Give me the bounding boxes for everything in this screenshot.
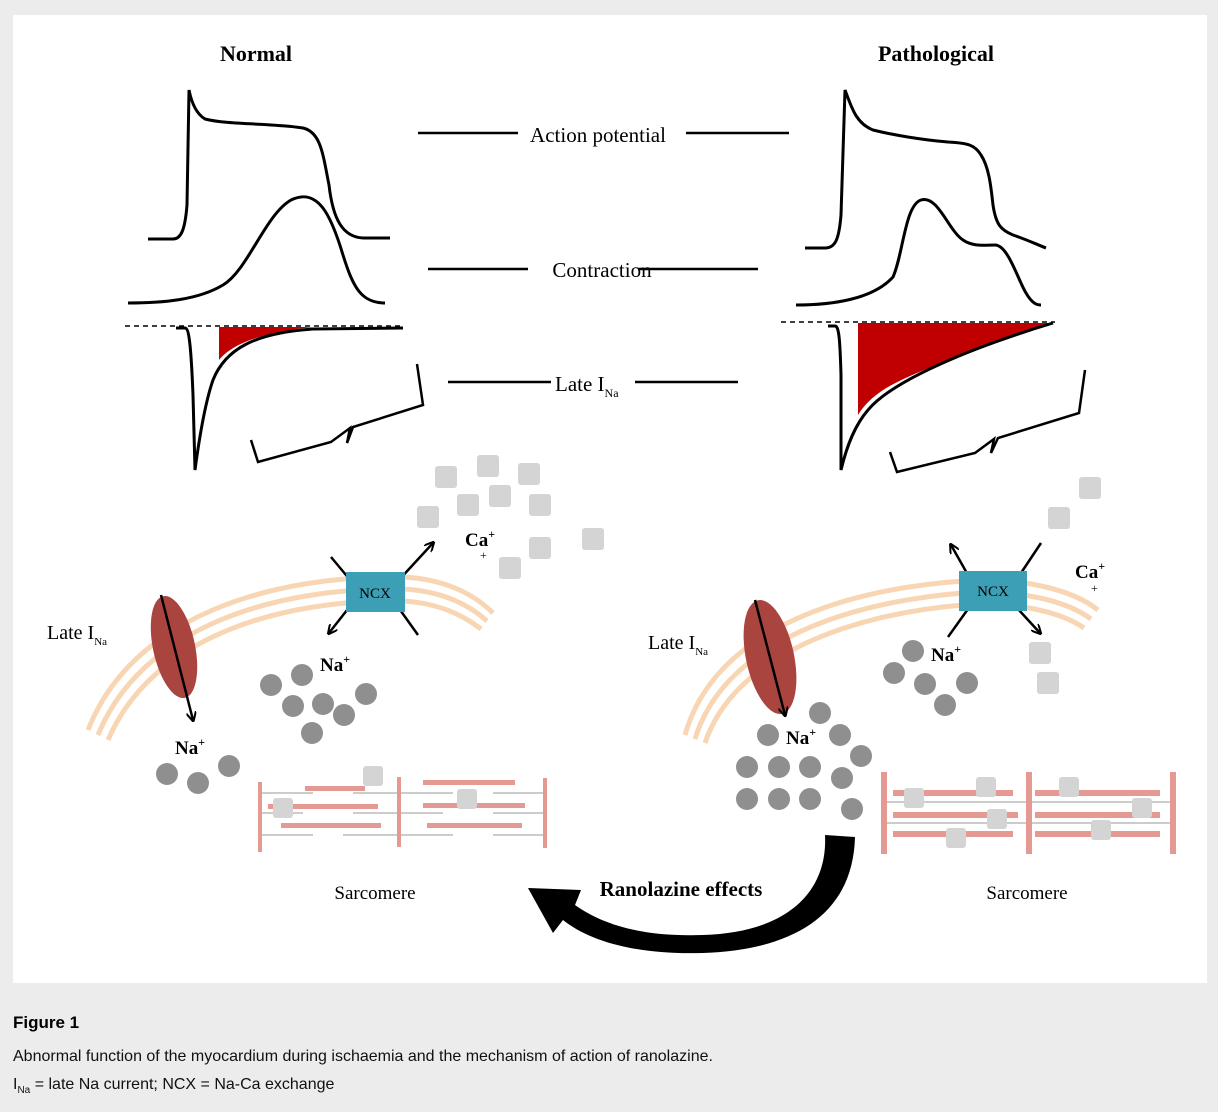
pathological-na-lower-main: Na xyxy=(786,728,810,749)
figure-panel: Normal Pathological Action potential Con… xyxy=(13,15,1207,983)
label-late-ina: Late INa xyxy=(555,372,619,400)
normal-bracket xyxy=(249,363,425,464)
pathological-channel-arrow xyxy=(753,599,785,715)
pathological-ca-label-sup: + xyxy=(1098,559,1105,573)
pathological-sarcomere-label: Sarcomere xyxy=(986,883,1067,904)
caption-line-2: INa = late Na current; NCX = Na-Ca excha… xyxy=(13,1076,334,1096)
normal-sarcomere-label: Sarcomere xyxy=(334,883,415,904)
pathological-late-ina-trace xyxy=(828,321,1054,471)
normal-na-label-upper: Na+ xyxy=(320,652,350,676)
normal-action-potential-trace xyxy=(148,89,390,241)
pathological-na-ions-upper xyxy=(883,640,978,716)
normal-ca-label-sup: + xyxy=(488,527,495,541)
normal-late-ina-label-sub: Na xyxy=(94,636,107,648)
normal-na-upper-sup: + xyxy=(343,652,350,666)
ranolazine-curved-arrow xyxy=(528,835,855,954)
pathological-ca-label: Ca+ xyxy=(1075,559,1105,583)
pathological-action-potential-trace xyxy=(805,89,1047,250)
pathological-contraction-trace xyxy=(795,198,1042,307)
pathological-na-ions-lower xyxy=(736,702,872,820)
pathological-late-current-fill xyxy=(858,323,1053,415)
pathological-ncx-tail-top xyxy=(1019,542,1043,574)
figure-diagram: Normal Pathological Action potential Con… xyxy=(47,41,1176,954)
pathological-na-lower-sup: + xyxy=(809,725,816,739)
pathological-ca-plus-below: + xyxy=(1091,581,1098,595)
heading-normal: Normal xyxy=(220,41,292,66)
pathological-late-ina-label-main: Late I xyxy=(648,632,695,654)
pathological-bracket xyxy=(888,369,1087,474)
normal-ca-plus-below: + xyxy=(480,548,487,562)
caption-line-1: Abnormal function of the myocardium duri… xyxy=(13,1048,713,1065)
normal-late-ina-trace xyxy=(176,326,404,471)
normal-na-ions-lower xyxy=(156,755,240,794)
pathological-late-ina-label: Late INa xyxy=(648,632,708,658)
heading-pathological: Pathological xyxy=(878,41,994,66)
pathological-na-upper-sup: + xyxy=(954,642,961,656)
label-action-potential: Action potential xyxy=(530,123,666,147)
pathological-ncx-tail-bottom xyxy=(946,608,970,638)
normal-na-upper-main: Na xyxy=(320,655,344,676)
caption-ina-symbol: I xyxy=(13,1076,18,1093)
pathological-na-label-upper: Na+ xyxy=(931,642,961,666)
normal-contraction-trace xyxy=(127,195,386,305)
normal-ncx-box xyxy=(346,572,405,612)
normal-channel-arrow xyxy=(159,594,193,720)
normal-ncx-label: NCX xyxy=(359,586,391,602)
pathological-late-ina-label-sub: Na xyxy=(695,646,708,658)
normal-membrane xyxy=(85,574,495,741)
normal-ca-ions xyxy=(417,455,604,579)
pathological-membrane xyxy=(682,577,1100,744)
normal-na-lower-sup: + xyxy=(198,735,205,749)
normal-late-ina-label-main: Late I xyxy=(47,622,94,644)
normal-ca-label: Ca+ xyxy=(465,527,495,551)
pathological-ca-ions xyxy=(1029,477,1101,694)
normal-late-current-fill xyxy=(219,327,313,360)
label-contraction: Contraction xyxy=(552,258,652,282)
normal-late-ina-label: Late INa xyxy=(47,622,107,648)
caption-line-2-text: = late Na current; NCX = Na-Ca exchange xyxy=(30,1076,335,1093)
normal-ca-label-main: Ca xyxy=(465,530,489,551)
pathological-na-label-lower: Na+ xyxy=(786,725,816,749)
normal-na-ions-upper xyxy=(260,664,377,744)
label-late-ina-main: Late I xyxy=(555,372,605,396)
pathological-ca-label-main: Ca xyxy=(1075,562,1099,583)
pathological-ncx-arrow-up xyxy=(951,545,970,576)
pathological-sarcomere xyxy=(881,772,1176,854)
normal-na-lower-main: Na xyxy=(175,738,199,759)
normal-na-label-lower: Na+ xyxy=(175,735,205,759)
pathological-ncx-arrow-down xyxy=(1017,608,1040,633)
caption-ina-subscript: Na xyxy=(17,1085,31,1097)
label-late-ina-sub: Na xyxy=(605,386,620,400)
caption-title: Figure 1 xyxy=(13,1013,80,1032)
pathological-na-upper-main: Na xyxy=(931,645,955,666)
ranolazine-effects-label: Ranolazine effects xyxy=(600,877,763,901)
pathological-ncx-label: NCX xyxy=(977,584,1009,600)
pathological-ncx-box xyxy=(959,571,1027,611)
normal-sarcomere xyxy=(258,766,547,852)
